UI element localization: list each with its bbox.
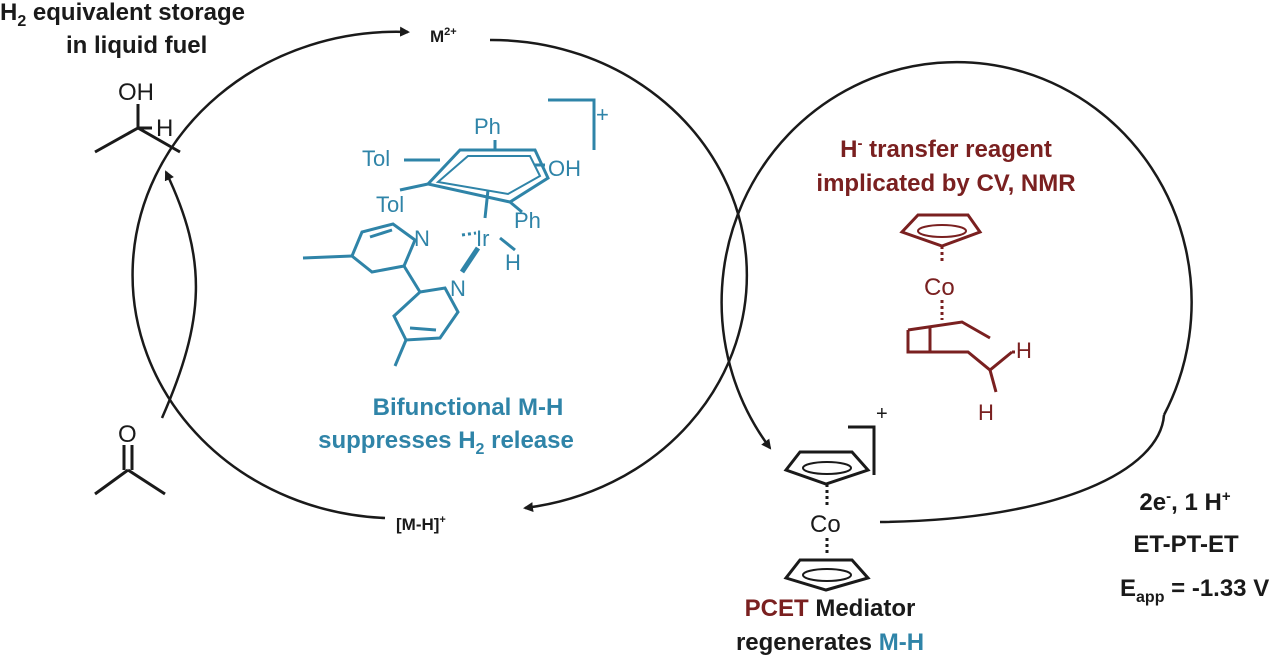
isopropanol-structure — [94, 104, 181, 154]
mh-plus-label: [M-H]+ — [396, 514, 446, 534]
cp-co-h1: H — [1016, 338, 1032, 363]
conditions-line1: 2e-, 1 H+ — [1139, 488, 1230, 516]
conditions-line2: ET-PT-ET — [1133, 531, 1239, 558]
ir-oh: OH — [548, 156, 581, 181]
reduction-arrow — [160, 170, 198, 419]
ir-ph-bottom: Ph — [514, 208, 541, 233]
transfer-title-line1: H- transfer reagent — [840, 135, 1052, 163]
ir-ph-top: Ph — [474, 114, 501, 139]
isopropanol-h-label: H — [156, 115, 173, 142]
cycle-right-arc-bottom — [879, 414, 1166, 524]
ir-charge: + — [596, 102, 609, 127]
pcet-caption-line1: PCET Mediator — [745, 595, 916, 622]
cycle-left-arc-left — [131, 26, 410, 520]
cobaltocenium-structure — [783, 425, 876, 592]
iridium-complex — [302, 98, 596, 367]
storage-title-line2: in liquid fuel — [66, 32, 207, 59]
acetone-o-label: O — [118, 421, 137, 448]
isopropanol-oh-label: OH — [118, 79, 154, 106]
pcet-caption-line2: regenerates M-H — [736, 629, 924, 656]
cp-co-metal: Co — [924, 274, 955, 301]
cycle-right-arc — [720, 60, 1193, 450]
ir-tol-top: Tol — [362, 146, 390, 171]
bifunctional-caption-line1: Bifunctional M-H — [373, 394, 564, 421]
transfer-title-line2: implicated by CV, NMR — [816, 170, 1075, 197]
acetone-structure — [94, 445, 166, 496]
cp-co-diene-structure — [899, 213, 1015, 393]
conditions-line3: Eapp = -1.33 V — [1120, 575, 1269, 606]
ir-tol-bottom: Tol — [376, 192, 404, 217]
ir-h: H — [505, 250, 521, 275]
cycle-left-arc-right — [489, 38, 749, 512]
ir-n1: N — [414, 226, 430, 251]
cobaltocenium-metal: Co — [810, 511, 841, 538]
cp-co-h2: H — [978, 400, 994, 425]
ir-n2: N — [450, 276, 466, 301]
m2-plus-label: M2+ — [430, 26, 457, 46]
storage-title-line1: H2 equivalent storage — [0, 0, 245, 30]
ir-metal: Ir — [476, 226, 489, 251]
bifunctional-caption-line2: suppresses H2 release — [318, 427, 574, 458]
cobaltocenium-charge: + — [876, 403, 888, 425]
